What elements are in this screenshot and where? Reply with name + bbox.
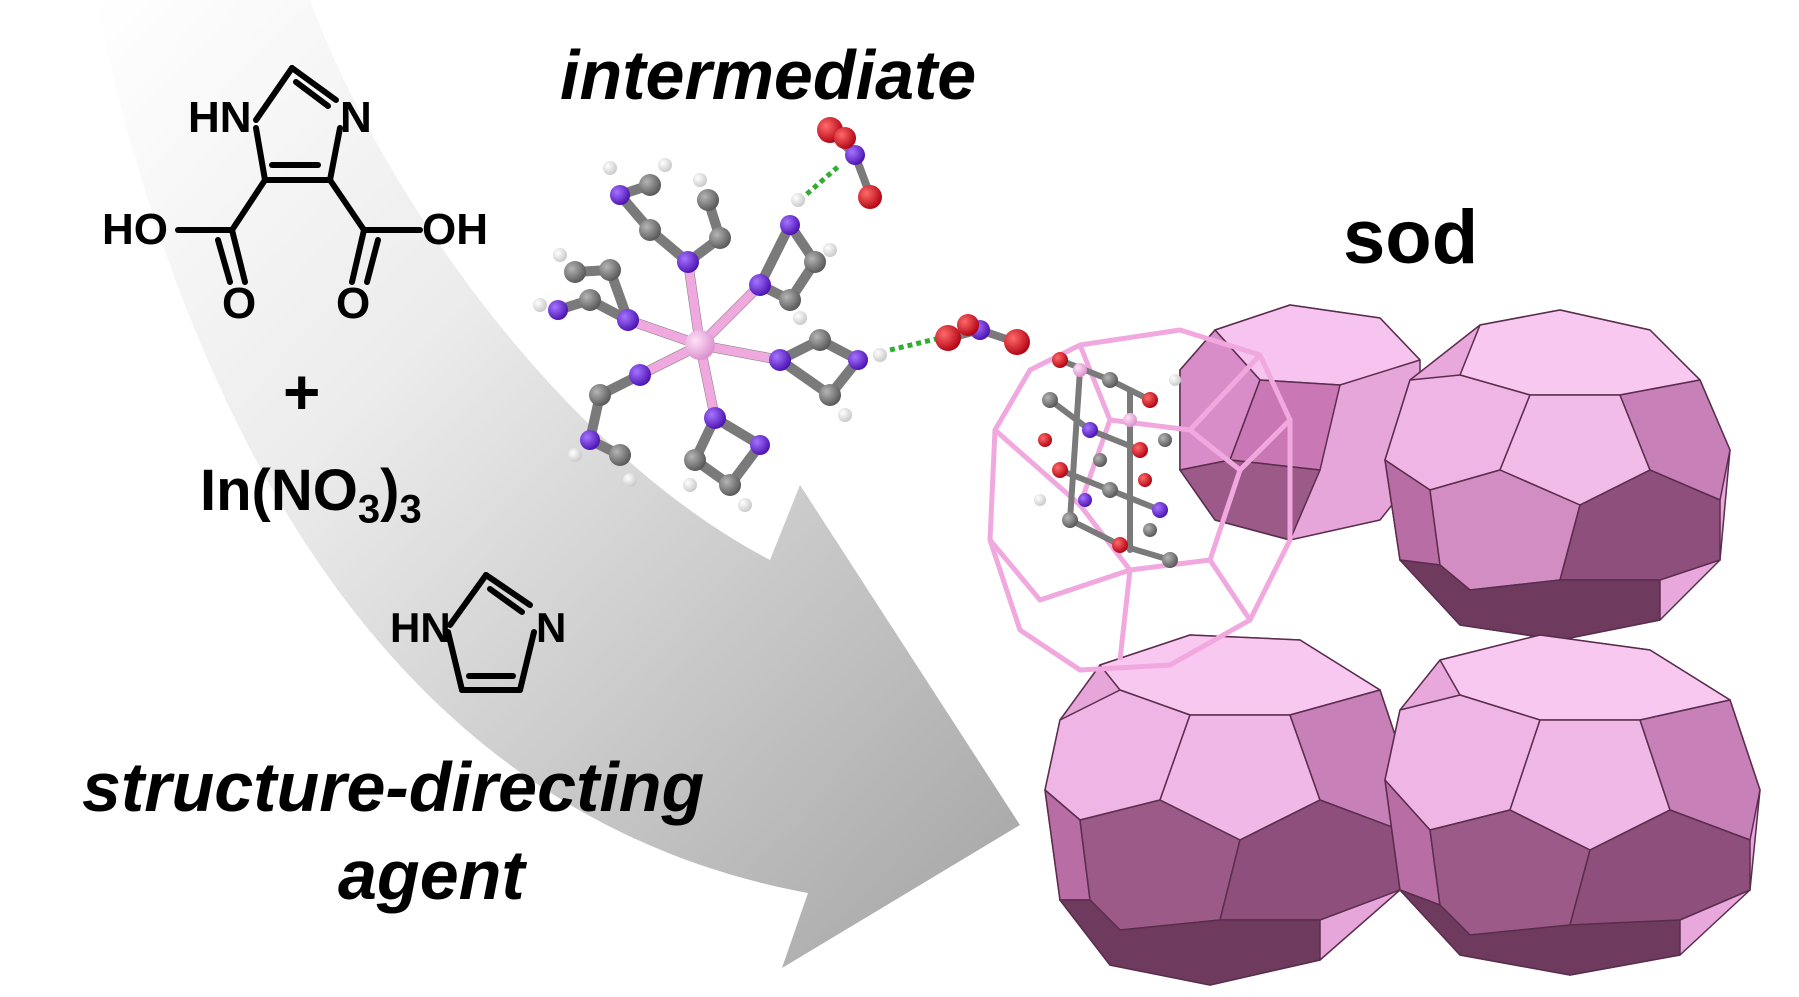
ligand-atom-hn: HN (188, 93, 252, 142)
ligand-atom-oh: OH (422, 205, 488, 254)
intermediate-complex (533, 117, 1030, 512)
salt-main: In(NO (200, 458, 358, 523)
salt-close: ) (380, 458, 400, 523)
imidazole-atom-hn: HN (390, 604, 451, 651)
plus-sign: + (283, 356, 321, 428)
salt-sub2: 3 (399, 487, 422, 532)
indium-nitrate-formula: In(NO3)3 (200, 462, 422, 530)
sda-label-line2: agent (338, 836, 525, 914)
imidazole-atom-n: N (536, 604, 566, 651)
reaction-arrow (95, 0, 1020, 968)
imidazole-structure (445, 572, 537, 693)
intermediate-label: intermediate (560, 36, 977, 114)
sod-label: sod (1343, 195, 1479, 280)
ligand-atom-n: N (340, 93, 372, 142)
ligand-atom-o-right: O (336, 279, 370, 328)
ligand-structure (175, 65, 423, 285)
framework-fragment (1034, 352, 1181, 568)
ligand-atom-ho: HO (102, 205, 168, 254)
salt-sub1: 3 (357, 487, 381, 532)
sda-label-line1: structure-directing (82, 748, 705, 826)
ligand-atom-o-left: O (222, 279, 256, 328)
